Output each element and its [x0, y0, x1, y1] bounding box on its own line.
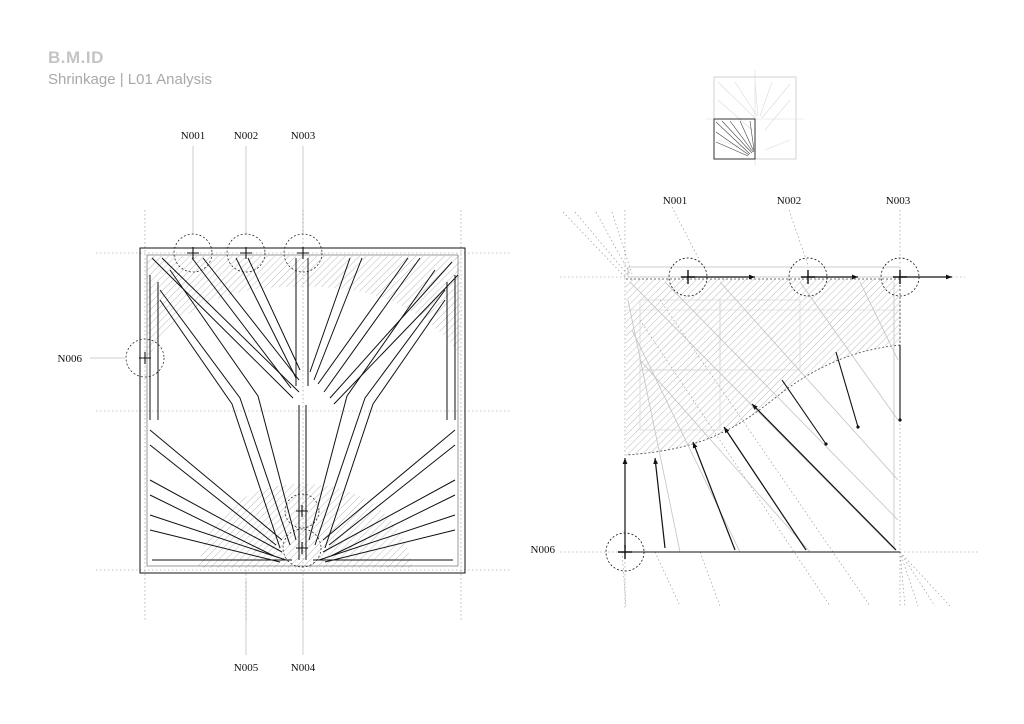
node-n003-circle	[283, 233, 323, 273]
left-plan: N001 N002 N003 N006 N005 N004	[58, 130, 510, 674]
detail-node-n002-circle	[788, 257, 828, 297]
node-label-n001: N001	[181, 130, 205, 142]
brand-title: B.M.ID	[48, 48, 104, 67]
node-label-n002: N002	[234, 130, 258, 142]
node-label-n006: N006	[58, 353, 83, 365]
node-label-n003: N003	[291, 130, 316, 142]
node-label-n005: N005	[234, 662, 259, 674]
detail-label-n002: N002	[777, 195, 801, 207]
detail-label-n006: N006	[531, 544, 556, 556]
detail-label-n001: N001	[663, 195, 687, 207]
node-n005-circle	[284, 493, 320, 529]
node-n002-circle	[226, 233, 266, 273]
node-n004-circle	[282, 528, 322, 568]
detail-label-n003: N003	[886, 195, 911, 207]
detail-node-n001-circle	[668, 257, 708, 297]
detail-node-n006-circle	[605, 532, 645, 572]
node-label-n004: N004	[291, 662, 316, 674]
node-n001-circle	[173, 233, 213, 273]
page-subtitle: Shrinkage | L01 Analysis	[48, 71, 212, 88]
detail-node-n003-circle	[880, 257, 920, 297]
key-plan-thumbnail	[706, 70, 804, 166]
node-n006-circle	[125, 338, 165, 378]
right-detail: N001 N002 N003 N006	[531, 195, 980, 608]
